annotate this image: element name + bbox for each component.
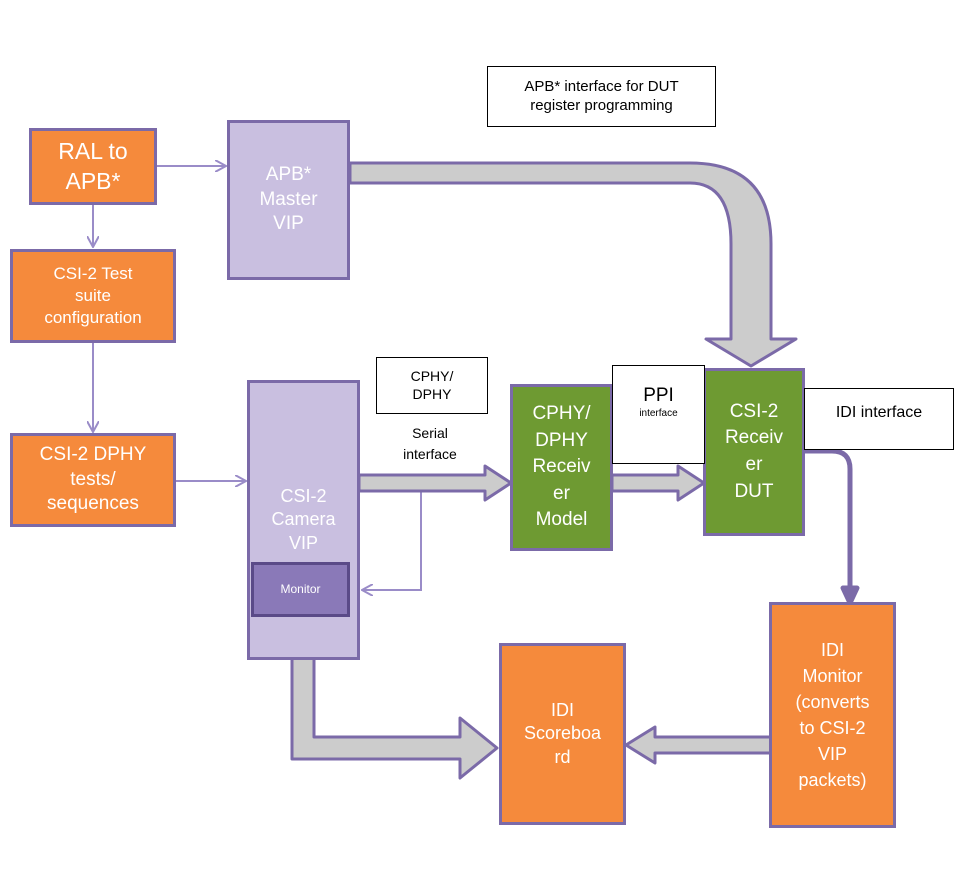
serial-interface-label: Serial interface bbox=[385, 423, 475, 465]
monitor-to-scoreboard-arrow bbox=[290, 619, 499, 780]
idi-interface-note: IDI interface bbox=[804, 388, 954, 450]
cphy-dphy-note: CPHY/ DPHY bbox=[376, 357, 488, 414]
monitor-label: Monitor bbox=[280, 581, 321, 596]
ppi-label: PPI bbox=[643, 385, 674, 406]
apb-master-vip-block: APB* Master VIP bbox=[227, 120, 350, 280]
idi-interface-label: IDI interface bbox=[835, 404, 923, 421]
serial-to-monitor-feedback-arrow bbox=[362, 490, 422, 590]
monitor-block: Monitor bbox=[251, 562, 350, 617]
idi-monitor-block: IDI Monitor (converts to CSI-2 VIP packe… bbox=[769, 602, 896, 828]
test-suite-block: CSI-2 Test suite configuration bbox=[10, 249, 176, 343]
idi-interface-arrow bbox=[800, 448, 860, 606]
serial-interface-text: Serial interface bbox=[403, 425, 457, 462]
apb-bus-arrow bbox=[348, 161, 798, 368]
idi-scoreboard-label: IDI Scoreboa rd bbox=[523, 699, 602, 767]
test-suite-label: CSI-2 Test suite configuration bbox=[44, 263, 142, 328]
camera-vip-block: CSI-2 Camera VIP bbox=[247, 380, 360, 660]
receiver-model-label: CPHY/ DPHY Receiv er Model bbox=[532, 403, 591, 531]
ppi-interface-label: interface bbox=[639, 407, 678, 419]
cphy-dphy-note-text: CPHY/ DPHY bbox=[410, 368, 454, 402]
idi-monitor-label: IDI Monitor (converts to CSI-2 VIP packe… bbox=[795, 639, 870, 791]
idi-monitor-to-scoreboard-arrow bbox=[624, 725, 775, 765]
dphy-tests-block: CSI-2 DPHY tests/ sequences bbox=[10, 433, 176, 527]
ppi-bus-arrow bbox=[610, 464, 706, 502]
serial-bus-arrow bbox=[357, 464, 513, 502]
ppi-note: PPI interface bbox=[612, 365, 705, 464]
idi-interface-arrow-head bbox=[841, 588, 859, 604]
receiver-dut-label: CSI-2 Receiv er DUT bbox=[724, 400, 784, 502]
apb-master-vip-label: APB* Master VIP bbox=[259, 163, 318, 235]
ral-to-apb-block: RAL to APB* bbox=[29, 128, 157, 205]
dphy-tests-label: CSI-2 DPHY tests/ sequences bbox=[39, 443, 147, 515]
receiver-dut-block: CSI-2 Receiv er DUT bbox=[703, 368, 805, 536]
idi-scoreboard-block: IDI Scoreboa rd bbox=[499, 643, 626, 825]
ral-to-apb-label: RAL to APB* bbox=[58, 137, 128, 194]
apb-interface-note-text: APB* interface for DUT register programm… bbox=[524, 77, 679, 114]
apb-interface-note: APB* interface for DUT register programm… bbox=[487, 66, 716, 127]
camera-vip-label: CSI-2 Camera VIP bbox=[271, 486, 336, 553]
receiver-model-block: CPHY/ DPHY Receiv er Model bbox=[510, 384, 613, 551]
